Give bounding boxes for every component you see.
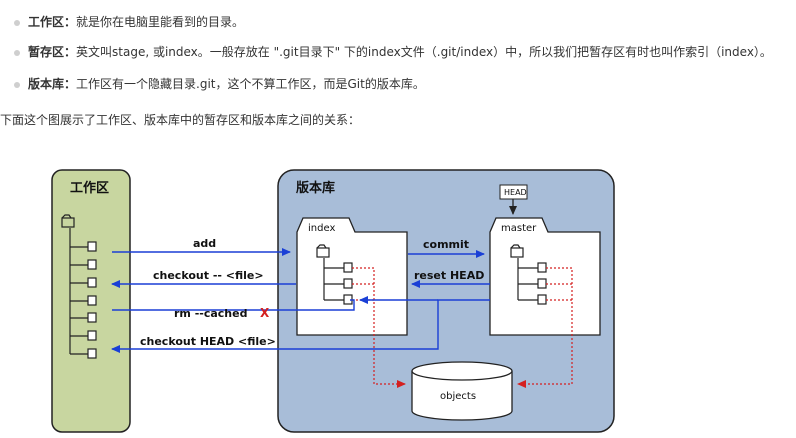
index-folder bbox=[296, 217, 408, 336]
file-icon bbox=[87, 277, 97, 288]
master-label: master bbox=[501, 223, 537, 234]
file-icon bbox=[87, 241, 97, 252]
reset-label: reset HEAD bbox=[414, 269, 484, 282]
bullet-term: 暂存区： bbox=[28, 45, 77, 59]
flow-arrows bbox=[111, 248, 490, 353]
bullet-text: 工作区有一个隐藏目录.git，这个不算工作区，而是Git的版本库。 bbox=[76, 77, 425, 91]
checkout-label: checkout -- <file> bbox=[153, 269, 264, 282]
objects-store: objects bbox=[411, 361, 513, 421]
checkout-head-arrow bbox=[111, 299, 490, 353]
bullet-repo: 版本库：工作区有一个隐藏目录.git，这个不算工作区，而是Git的版本库。 bbox=[14, 76, 425, 92]
rm-label: rm --cached bbox=[174, 307, 247, 320]
repo-label: 版本库 bbox=[296, 180, 335, 196]
file-icon bbox=[87, 259, 97, 270]
rm-arrow-line bbox=[112, 299, 355, 311]
file-icon bbox=[87, 348, 97, 359]
bullet-text: 就是你在电脑里能看到的目录。 bbox=[76, 15, 245, 29]
head-label: HEAD bbox=[504, 188, 527, 197]
objects-label: objects bbox=[440, 391, 476, 402]
bullet-term: 版本库： bbox=[28, 77, 77, 91]
workspace-tree bbox=[61, 214, 97, 359]
bullet-text: 英文叫stage, 或index。一般存放在 ".git目录下" 下的index… bbox=[76, 45, 772, 59]
workspace-label: 工作区 bbox=[70, 180, 109, 196]
bullet-term: 工作区： bbox=[28, 15, 77, 29]
file-icon bbox=[87, 312, 97, 323]
file-icon bbox=[87, 330, 97, 341]
intro-text: 下面这个图展示了工作区、版本库中的暂存区和版本库之间的关系： bbox=[0, 113, 361, 127]
rm-x-mark: X bbox=[260, 306, 270, 320]
file-icon bbox=[87, 295, 97, 306]
file-icon bbox=[537, 278, 547, 289]
file-icon bbox=[343, 278, 353, 289]
master-folder bbox=[489, 217, 601, 336]
bullet-stage: 暂存区：英文叫stage, 或index。一般存放在 ".git目录下" 下的i… bbox=[14, 44, 772, 60]
index-label: index bbox=[308, 223, 335, 234]
bullet-dot bbox=[14, 82, 20, 88]
bullet-dot bbox=[14, 20, 20, 26]
add-label: add bbox=[193, 237, 216, 250]
bullet-dot bbox=[14, 50, 20, 56]
folder-icon-tab bbox=[61, 214, 72, 219]
file-icon bbox=[537, 294, 547, 305]
index-tree bbox=[316, 244, 353, 305]
object-references bbox=[352, 267, 573, 388]
checkout-head-label: checkout HEAD <file> bbox=[140, 335, 276, 348]
folder-icon bbox=[510, 247, 524, 258]
folder-icon bbox=[316, 247, 330, 258]
file-icon bbox=[537, 262, 547, 273]
bullet-workspace: 工作区：就是你在电脑里能看到的目录。 bbox=[14, 14, 245, 30]
file-icon bbox=[343, 262, 353, 273]
commit-label: commit bbox=[423, 238, 469, 251]
folder-icon bbox=[61, 217, 75, 228]
